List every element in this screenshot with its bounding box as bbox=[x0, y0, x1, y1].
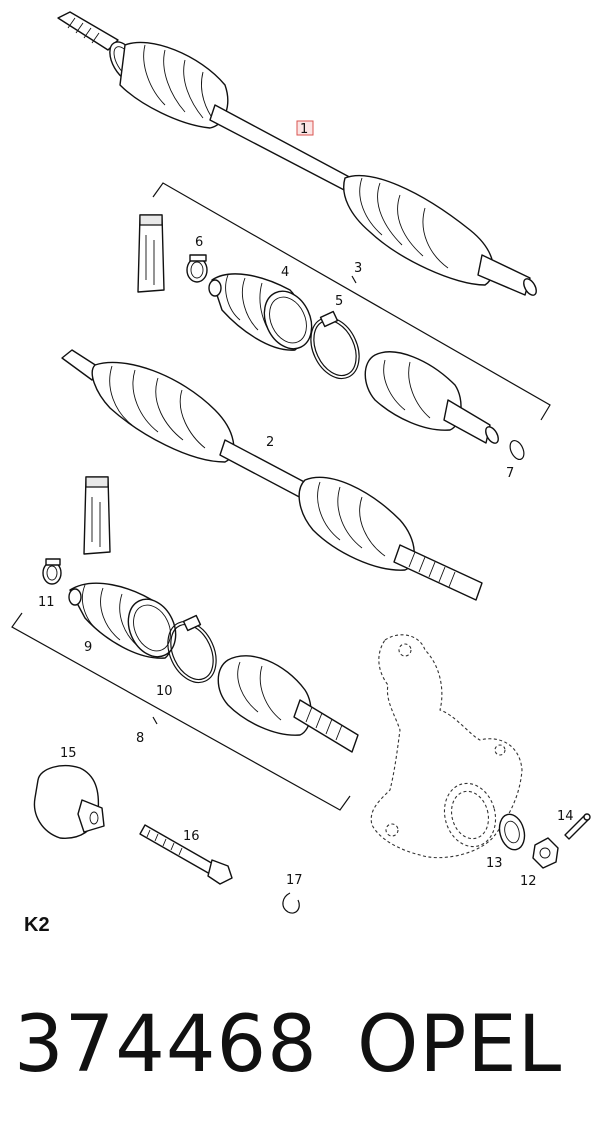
seal-13 bbox=[498, 813, 526, 851]
steering-knuckle bbox=[370, 634, 523, 859]
kit-8-bracket bbox=[11, 612, 351, 811]
outer-joint-kit-3 bbox=[364, 351, 499, 444]
o-ring-7 bbox=[509, 439, 525, 461]
circlip-17 bbox=[282, 892, 300, 914]
drive-shaft-middle bbox=[61, 349, 483, 601]
callout-13-label: 13 bbox=[486, 856, 503, 871]
callout-17-label: 17 bbox=[286, 873, 303, 888]
clamp-11 bbox=[42, 558, 62, 585]
bolt-16 bbox=[139, 824, 233, 885]
kit-3-bracket bbox=[152, 182, 551, 421]
outer-joint-kit-8 bbox=[217, 655, 359, 753]
brand-name: OPEL bbox=[357, 1000, 563, 1090]
grease-tube-middle bbox=[83, 476, 111, 555]
clamp-5 bbox=[310, 310, 360, 380]
callout-4-label: 4 bbox=[281, 265, 289, 280]
callout-1-label: 1 bbox=[300, 122, 308, 137]
section-code-label: K2 bbox=[24, 914, 50, 936]
clamp-6 bbox=[186, 254, 208, 283]
callout-3-label: 3 bbox=[354, 261, 362, 276]
callout-12-label: 12 bbox=[520, 874, 537, 889]
grease-tube-upper bbox=[137, 214, 165, 293]
part-number: 374468 bbox=[14, 1000, 318, 1090]
callout-16-label: 16 bbox=[183, 829, 200, 844]
hub-cap-15 bbox=[33, 764, 105, 839]
boot-9 bbox=[68, 582, 177, 659]
callout-14-label: 14 bbox=[557, 809, 574, 824]
callout-2-label: 2 bbox=[266, 435, 274, 450]
callout-7-label: 7 bbox=[506, 466, 514, 481]
callout-9-label: 9 bbox=[84, 640, 92, 655]
callout-5-label: 5 bbox=[335, 294, 343, 309]
boot-4 bbox=[208, 273, 313, 351]
drive-shaft-upper bbox=[57, 11, 537, 296]
cotter-pin-14 bbox=[564, 813, 591, 840]
callout-1-highlight bbox=[296, 120, 314, 136]
exploded-parts-diagram: 1 3 6 4 5 7 bbox=[11, 11, 591, 914]
callout-6-label: 6 bbox=[195, 235, 203, 250]
callout-15-label: 15 bbox=[60, 746, 77, 761]
clamp-10 bbox=[167, 614, 217, 684]
callout-8-label: 8 bbox=[136, 731, 144, 746]
castle-nut-12 bbox=[532, 837, 559, 869]
callout-11-label: 11 bbox=[38, 595, 55, 610]
callout-10-label: 10 bbox=[156, 684, 173, 699]
